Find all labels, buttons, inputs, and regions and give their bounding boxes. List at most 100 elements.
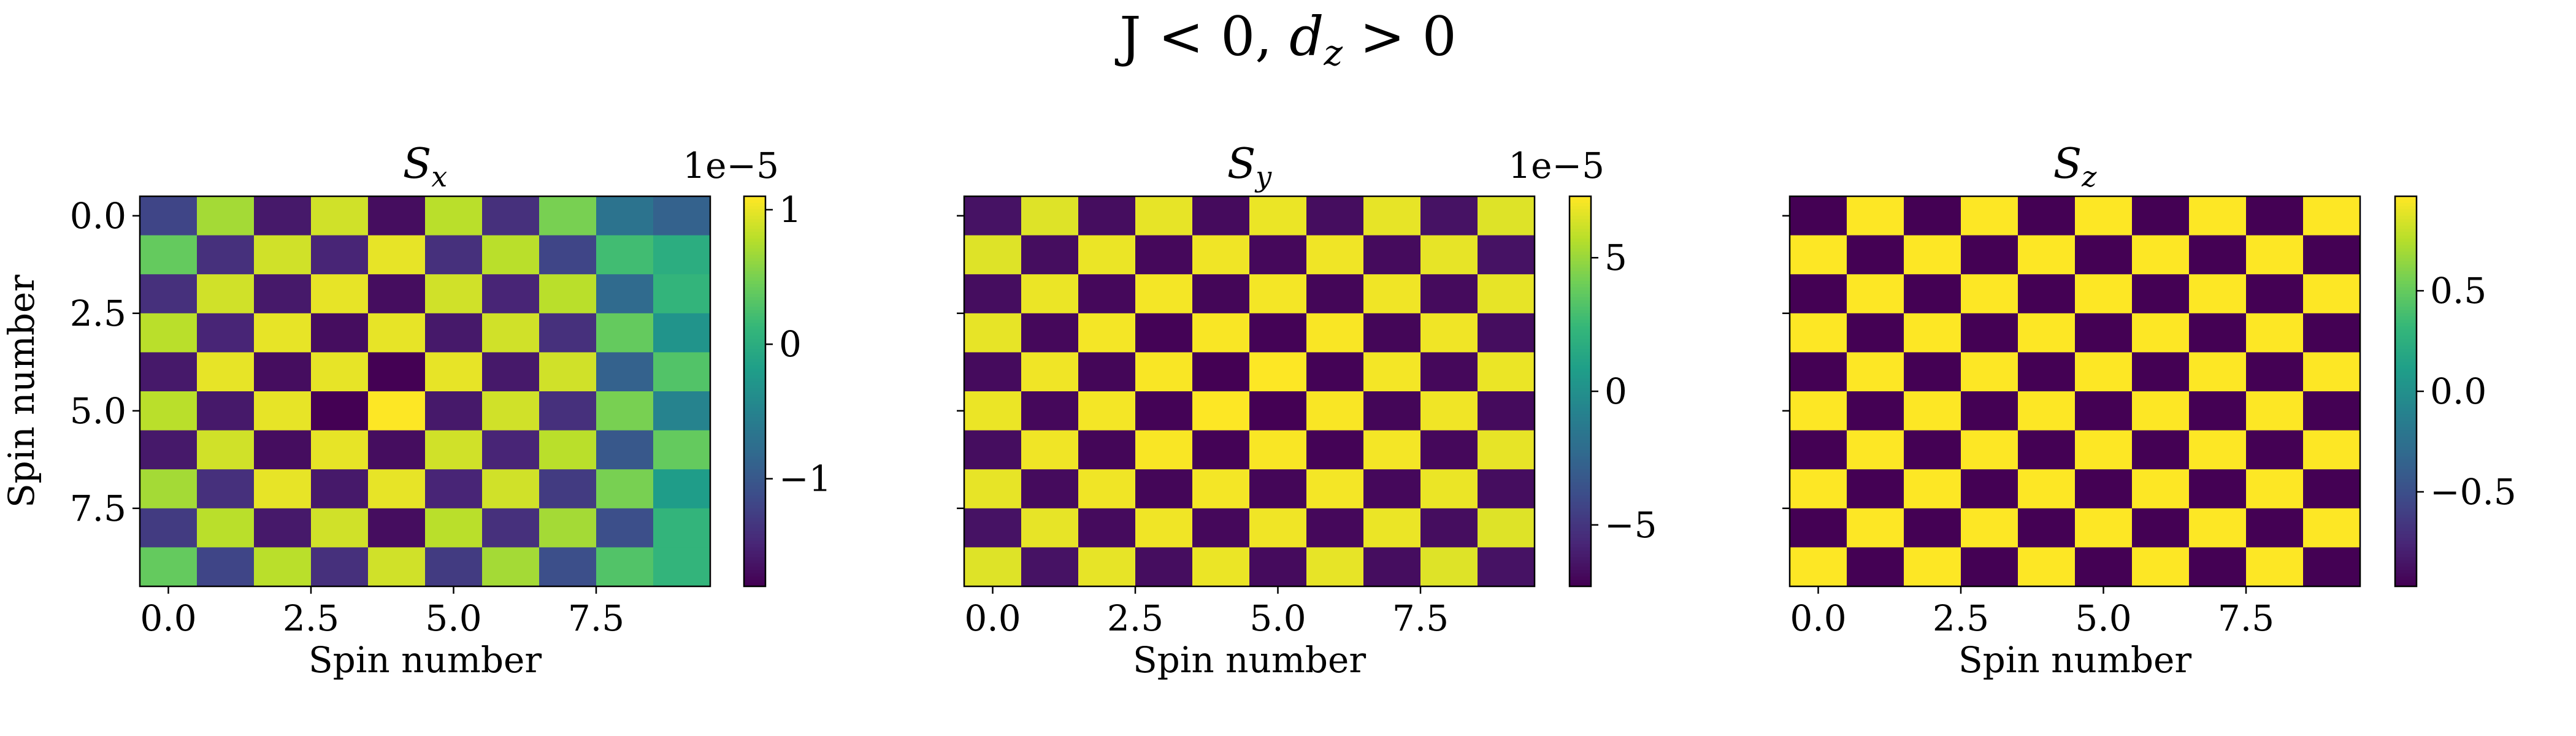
colorbar-segment [1570,524,1591,529]
colorbar-segment [2395,232,2417,236]
colorbar-segment [744,482,765,486]
heatmap-cell [2246,547,2304,587]
heatmap-cell [1306,391,1364,431]
heatmap-cell [1135,313,1193,353]
heatmap-cell [2189,508,2247,548]
colorbar-segment [744,235,765,239]
heatmap-cell [140,469,197,509]
colorbar-segment [1570,339,1591,343]
colorbar-segment [744,362,765,366]
heatmap-cell [1363,313,1421,353]
colorbar-segment [744,332,765,337]
colorbar-segment [1570,222,1591,226]
heatmap-cell [197,391,255,431]
heatmap-cell [2303,508,2361,548]
heatmap-cell [140,547,197,587]
heatmap-cell [2132,391,2190,431]
heatmap-cell [1078,196,1136,236]
colorbar-segment [1570,475,1591,480]
colorbar-segment [1570,479,1591,483]
x-tick-label: 5.0 [1249,597,1306,639]
heatmap-cell [964,196,1022,236]
heatmap-cell [197,313,255,353]
colorbar-segment [2395,440,2417,444]
panel-title-main: S [403,140,432,188]
heatmap-cell [368,313,426,353]
colorbar-segment [2395,521,2417,526]
heatmap-cell [425,235,483,275]
colorbar-segment [744,414,765,418]
colorbar-segment [744,450,765,454]
heatmap-cell [2246,313,2304,353]
x-tick-label: 0.0 [1790,597,1846,639]
colorbar-segment [2395,531,2417,535]
colorbar-segment [744,391,765,396]
heatmap-cell [425,196,483,236]
heatmap-cell [368,196,426,236]
heatmap-cell [1847,274,1904,314]
colorbar-segment [1570,375,1591,379]
heatmap-cell [2018,274,2076,314]
heatmap-cell [653,547,711,587]
colorbar-segment [744,320,765,324]
colorbar-segment [744,365,765,369]
colorbar-segment [744,368,765,372]
heatmap-cell [2246,430,2304,470]
colorbar-segment [2395,294,2417,298]
heatmap-cell [2132,274,2190,314]
x-tick-label: 7.5 [1392,597,1449,639]
heatmap-cell [1306,547,1364,587]
colorbar-segment [2395,332,2417,337]
heatmap-cell [1478,352,1535,392]
heatmap-cell [2075,313,2133,353]
colorbar-segment [2395,472,2417,477]
heatmap-cell [1904,313,1961,353]
colorbar-segment [1570,540,1591,545]
colorbar-segment [744,199,765,204]
panel-title-sub: x [431,160,447,193]
colorbar-segment [2395,225,2417,229]
colorbar-segment [744,466,765,470]
heatmap-cell [2018,352,2076,392]
colorbar-segment [744,397,765,402]
heatmap-cell [425,313,483,353]
heatmap-cell [254,391,312,431]
colorbar-segment [744,394,765,399]
colorbar-segment [744,303,765,307]
colorbar-segment [1570,527,1591,532]
heatmap-cell [482,430,540,470]
heatmap-cell [1021,274,1079,314]
colorbar-segment [1570,388,1591,392]
colorbar-segment [1570,235,1591,239]
heatmap-cell [311,508,369,548]
heatmap-cell [1249,274,1307,314]
colorbar-segment [744,294,765,298]
colorbar-segment [1570,290,1591,294]
colorbar-segment [744,433,765,437]
colorbar-segment [744,515,765,519]
heatmap-cell [596,235,654,275]
colorbar-segment [744,385,765,389]
colorbar-offset-label: 1e−5 [683,145,779,186]
heatmap-cell [1961,508,2018,548]
heatmap-cell [2132,313,2190,353]
heatmap-cell [1249,235,1307,275]
colorbar-segment [2395,401,2417,405]
colorbar-segment [744,258,765,262]
colorbar-segment [1570,521,1591,526]
colorbar-segment [1570,300,1591,304]
colorbar-segment [744,534,765,539]
colorbar-segment [1570,245,1591,249]
heatmap-cell [1904,547,1961,587]
colorbar-segment [744,232,765,236]
heatmap-cell [1135,274,1193,314]
heatmap-cell [2132,547,2190,587]
heatmap-cell [1961,469,2018,509]
panel-title: Sy [1227,140,1273,193]
heatmap-cell [1135,391,1193,431]
heatmap-cell [1363,352,1421,392]
colorbar-segment [744,284,765,288]
heatmap-cell [254,274,312,314]
colorbar-segment [744,261,765,266]
